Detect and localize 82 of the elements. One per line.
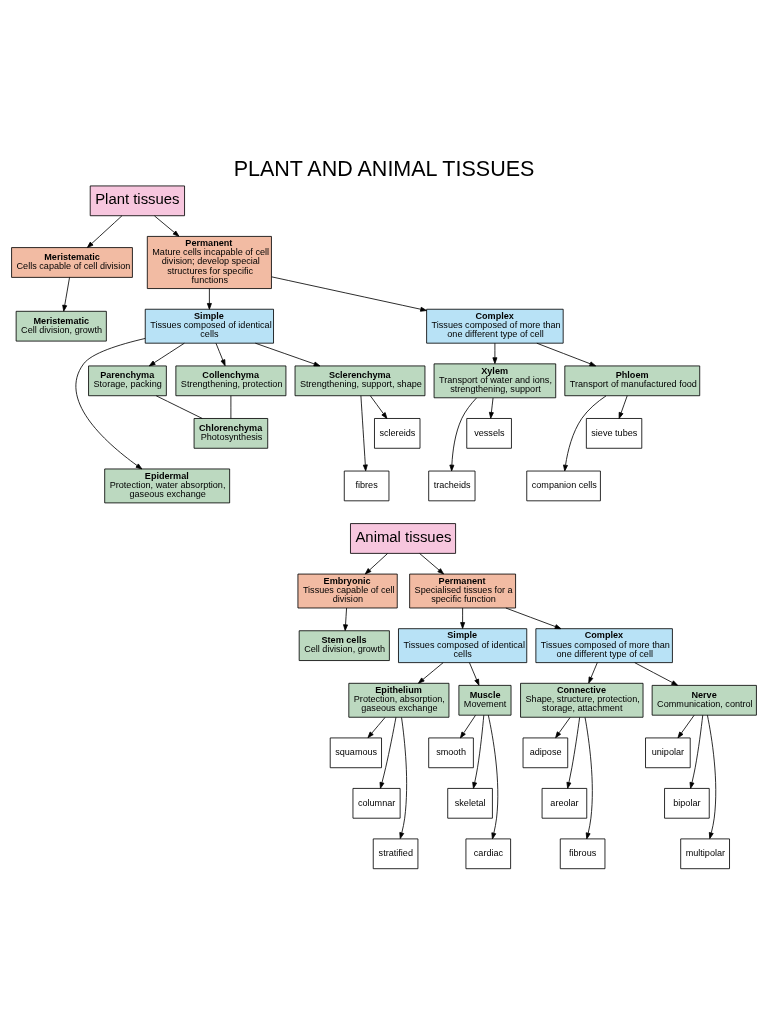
node-box: Meristematic Cell division, growth	[15, 310, 107, 342]
node-box: Epithelium Protection, absorption, gaseous exchange	[348, 682, 450, 718]
node-box: Collenchyma Strengthening, protection	[175, 365, 287, 397]
arrow	[566, 716, 581, 789]
arrow	[369, 395, 388, 419]
node-box: sieve tubes	[585, 418, 643, 449]
node-box: companion cells	[526, 470, 601, 502]
node-box: Permanent Mature cells incapable of cell division; develop special structures for specific functions	[146, 236, 272, 289]
node-box: squamous	[329, 737, 382, 769]
arrow	[488, 397, 494, 419]
arrow	[418, 662, 444, 684]
node-box: multipolar	[680, 838, 730, 870]
arrow	[419, 553, 444, 575]
arrow	[707, 714, 717, 839]
node-box: Animal tissues	[350, 523, 456, 554]
node-box: Phloem Transport of manufactured food	[564, 365, 701, 397]
arrow	[449, 397, 477, 472]
node-box: Permanent Specialised tissues for a specific function	[409, 573, 516, 609]
node-box: Embryonic Tissues capable of cell division	[297, 573, 398, 609]
arrow	[618, 395, 628, 419]
arrow	[588, 662, 598, 684]
arrow	[634, 662, 678, 686]
node-box: Epidermal Protection, water absorption, gaseous exchange	[104, 468, 231, 504]
node-box: Complex Tissues composed of more than one different type of cell	[426, 308, 564, 344]
arrow	[584, 717, 593, 840]
node-box: Parenchyma Storage, packing	[88, 365, 167, 397]
arrow	[343, 607, 348, 631]
arrow	[148, 342, 185, 367]
arrow	[555, 717, 571, 739]
node-box: Simple Tissues composed of identical cells	[398, 628, 528, 664]
diagram-title: PLANT AND ANIMAL TISSUES	[233, 156, 535, 181]
node-box: bipolar	[664, 788, 710, 819]
node-box: skeletal	[447, 788, 493, 819]
node-box: Simple Tissues composed of identical cells	[144, 308, 274, 344]
node-box: Stem cells Cell division, growth	[298, 630, 390, 661]
arrow	[460, 714, 476, 739]
node-box: fibres	[343, 470, 390, 502]
arrow	[367, 717, 386, 739]
arrow	[460, 607, 466, 629]
arrow	[472, 714, 485, 789]
node-box: Nerve Communication, control	[651, 684, 757, 716]
arrow	[689, 714, 704, 789]
connector	[155, 395, 203, 419]
node-box: Sclerenchyma Strengthening, support, shape	[294, 365, 426, 397]
arrow	[154, 215, 180, 237]
node-box: Chlorenchyma Photosynthesis	[193, 418, 269, 449]
node-box: columnar	[352, 788, 401, 819]
node-box: Xylem Transport of water and ions, strengthening, support	[433, 363, 557, 399]
node-box: stratified	[372, 838, 419, 870]
connector	[230, 395, 232, 419]
arrow	[492, 342, 498, 364]
node-box: adipose	[522, 737, 569, 769]
arrow	[206, 288, 212, 310]
node-box: unipolar	[645, 737, 691, 769]
arrow	[62, 277, 70, 312]
node-box: Connective Shape, structure, protection, storage, attachment	[520, 682, 644, 718]
arrow	[399, 717, 408, 839]
arrow	[360, 395, 368, 472]
node-box: vessels	[466, 418, 512, 449]
arrow	[364, 553, 388, 575]
arrow	[469, 662, 480, 686]
arrow	[271, 276, 427, 312]
arrow	[563, 395, 607, 472]
node-box: fibrous	[559, 838, 606, 870]
node-box: Meristematic Cells capable of cell division	[11, 247, 133, 278]
node-box: cardiac	[465, 838, 512, 870]
node-box: Plant tissues	[89, 185, 185, 217]
node-box: Complex Tissues composed of more than one different type of cell	[535, 628, 673, 664]
node-box: smooth	[428, 737, 474, 769]
arrow	[215, 342, 226, 367]
arrow	[536, 342, 597, 367]
node-box: Muscle Movement	[458, 684, 512, 716]
node-box: areolar	[541, 788, 588, 819]
arrow	[75, 338, 146, 470]
arrow	[677, 714, 695, 739]
node-box: sclereids	[374, 418, 421, 449]
arrow	[379, 716, 397, 789]
node-box: tracheids	[428, 470, 476, 502]
arrow	[505, 607, 562, 630]
arrow	[86, 215, 123, 248]
arrow	[487, 714, 499, 840]
arrow	[254, 342, 321, 367]
